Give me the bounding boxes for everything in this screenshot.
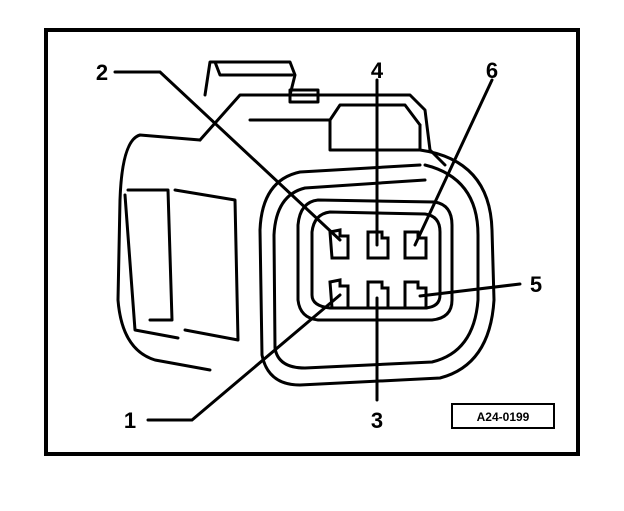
pin-label-4: 4	[371, 58, 384, 83]
pin-label-2: 2	[96, 60, 108, 85]
front-shell-outer	[258, 148, 496, 387]
pin-socket-5	[403, 280, 428, 310]
side-bracket-rail	[123, 193, 180, 340]
side-panel	[173, 188, 240, 342]
pin-label-1: 1	[124, 408, 136, 433]
front-shell-inner	[272, 163, 480, 370]
latch-tab	[203, 60, 297, 97]
leader-line-1	[146, 293, 342, 422]
leader-line-5	[418, 282, 522, 298]
leader-line-2	[113, 70, 342, 242]
figure-code: A24-0199	[477, 410, 530, 424]
top-ridge-bevel	[328, 103, 422, 127]
latch-tab-edge	[213, 60, 294, 77]
top-ridge	[248, 118, 422, 152]
leader-line-6	[413, 78, 494, 247]
leader-lines	[113, 70, 522, 422]
pin-label-3: 3	[371, 408, 383, 433]
figure-code-box	[451, 403, 555, 429]
housing-left-body	[116, 133, 212, 372]
pin-socket-3	[366, 280, 390, 310]
pin-label-5: 5	[530, 272, 542, 297]
pin-sockets	[328, 228, 428, 310]
connector-face	[296, 198, 454, 322]
connector-housing	[116, 60, 496, 387]
pin-socket-2	[328, 228, 350, 260]
pin-label-6: 6	[486, 58, 498, 83]
side-bracket	[126, 188, 174, 322]
latch-window	[288, 88, 320, 104]
